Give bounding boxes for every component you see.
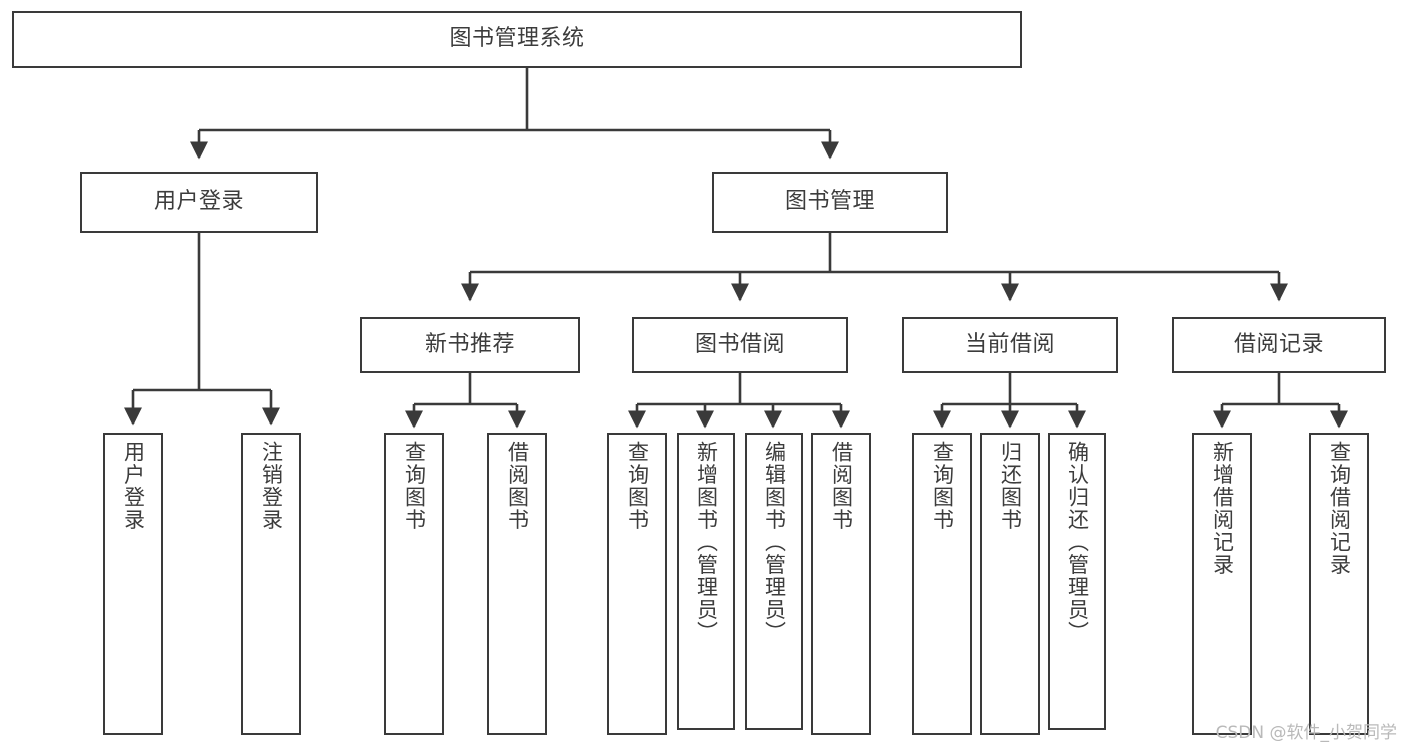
node-leaf-logout[interactable]: 注销登录 bbox=[241, 433, 301, 735]
node-leaf-query-book-borrow[interactable]: 查询图书 bbox=[607, 433, 667, 735]
node-label: 归还图书 bbox=[998, 441, 1023, 531]
node-label: 查询图书 bbox=[625, 441, 650, 531]
node-book-borrow[interactable]: 图书借阅 bbox=[632, 317, 848, 373]
node-root-book-management-system[interactable]: 图书管理系统 bbox=[12, 11, 1022, 68]
node-borrow-record[interactable]: 借阅记录 bbox=[1172, 317, 1386, 373]
node-user-login[interactable]: 用户登录 bbox=[80, 172, 318, 233]
node-new-book-recommend[interactable]: 新书推荐 bbox=[360, 317, 580, 373]
node-leaf-query-book-recommend[interactable]: 查询图书 bbox=[384, 433, 444, 735]
node-label: 注销登录 bbox=[259, 441, 284, 531]
node-leaf-confirm-return-admin[interactable]: 确认归还（管理员） bbox=[1048, 433, 1106, 730]
node-label: 查询借阅记录 bbox=[1327, 441, 1352, 576]
node-label: 借阅图书 bbox=[829, 441, 854, 531]
node-label: 查询图书 bbox=[930, 441, 955, 531]
node-leaf-query-book-current[interactable]: 查询图书 bbox=[912, 433, 972, 735]
node-leaf-user-login[interactable]: 用户登录 bbox=[103, 433, 163, 735]
node-label: 确认归还（管理员） bbox=[1065, 441, 1090, 644]
node-label: 用户登录 bbox=[121, 441, 146, 531]
node-leaf-query-borrow-record[interactable]: 查询借阅记录 bbox=[1309, 433, 1369, 735]
node-leaf-borrow-book[interactable]: 借阅图书 bbox=[811, 433, 871, 735]
node-label: 图书管理系统 bbox=[449, 26, 585, 52]
node-label: 新增借阅记录 bbox=[1210, 441, 1235, 576]
node-label: 用户登录 bbox=[153, 189, 244, 215]
node-label: 借阅图书 bbox=[505, 441, 530, 531]
node-book-management[interactable]: 图书管理 bbox=[712, 172, 948, 233]
node-label: 当前借阅 bbox=[964, 331, 1055, 357]
node-label: 新增图书（管理员） bbox=[694, 441, 719, 644]
node-leaf-add-book-admin[interactable]: 新增图书（管理员） bbox=[677, 433, 735, 730]
node-label: 查询图书 bbox=[402, 441, 427, 531]
node-label: 编辑图书（管理员） bbox=[762, 441, 787, 644]
watermark-text: CSDN @软件_小贺同学 bbox=[1215, 723, 1397, 743]
node-label: 图书借阅 bbox=[694, 331, 785, 357]
node-leaf-add-borrow-record[interactable]: 新增借阅记录 bbox=[1192, 433, 1252, 735]
node-label: 借阅记录 bbox=[1233, 331, 1324, 357]
node-leaf-return-book[interactable]: 归还图书 bbox=[980, 433, 1040, 735]
node-label: 图书管理 bbox=[784, 189, 875, 215]
node-leaf-edit-book-admin[interactable]: 编辑图书（管理员） bbox=[745, 433, 803, 730]
node-current-borrow[interactable]: 当前借阅 bbox=[902, 317, 1118, 373]
node-leaf-borrow-book-recommend[interactable]: 借阅图书 bbox=[487, 433, 547, 735]
node-label: 新书推荐 bbox=[424, 331, 515, 357]
